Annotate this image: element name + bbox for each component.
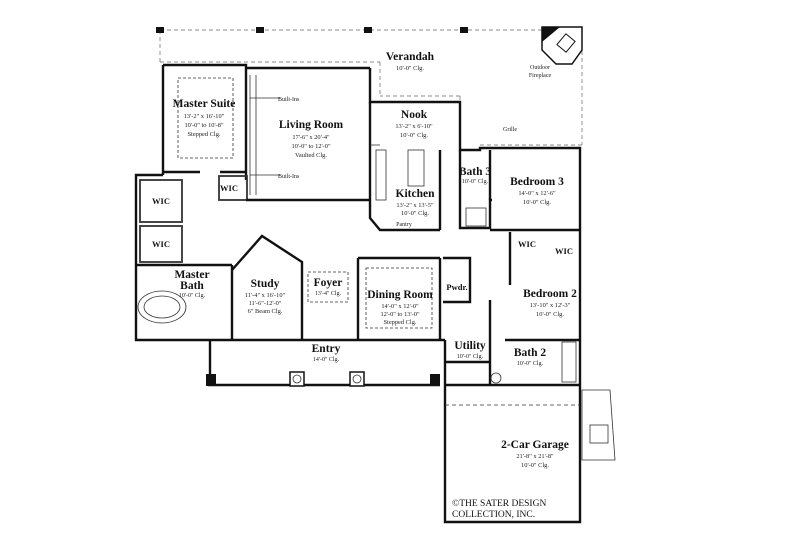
- dining-room-name: Dining Room: [367, 289, 433, 301]
- verandah-dim: 10'-0" Clg.: [396, 65, 424, 72]
- bedroom3-name: Bedroom 3: [510, 176, 564, 188]
- bedroom2-name: Bedroom 2: [523, 288, 577, 300]
- bath3-dim: 10'-0" Clg.: [462, 179, 489, 185]
- entry-name: Entry: [312, 343, 341, 355]
- pantry-name: Pantry: [396, 222, 412, 228]
- living-room-name: Living Room: [279, 119, 344, 131]
- garage-dim1: 21'-8" x 21'-8": [516, 453, 554, 460]
- wic-label-b: WIC: [152, 239, 170, 249]
- study-dim3: 6" Beam Clg.: [248, 308, 283, 315]
- entry-dim: 14'-0" Clg.: [313, 357, 340, 363]
- porch-column: [349, 371, 365, 387]
- dining-room-dim1: 14'-0" x 12'-0": [381, 303, 419, 310]
- verandah-name: Verandah: [386, 51, 435, 63]
- outdoor-fireplace-icon: [541, 26, 583, 65]
- wic-label-c: WIC: [220, 183, 238, 193]
- master-suite-name: Master Suite: [173, 98, 236, 110]
- master-suite-dim1: 13'-2" x 16'-10": [184, 113, 225, 120]
- kitchen-dim2: 10'-0" Clg.: [401, 210, 429, 217]
- front-porch: [206, 340, 440, 387]
- interior-walls: [136, 102, 580, 385]
- master-bath-dim: 10'-0" Clg.: [179, 293, 206, 299]
- living-room-dim1: 17'-6" x 20'-4": [292, 134, 330, 141]
- grille-label: Grille: [503, 127, 517, 133]
- master-suite-dim2: 10'-0" to 10'-8": [184, 122, 224, 129]
- outdoor-fireplace-label-1: Outdoor: [530, 65, 550, 71]
- master-bath-name-2: Bath: [180, 280, 204, 292]
- bath2-dim: 10'-0" Clg.: [517, 361, 544, 367]
- verandah-outline: [156, 27, 583, 148]
- wic-label-a: WIC: [152, 196, 170, 206]
- study-name: Study: [251, 278, 280, 290]
- wic-label-d: WIC: [518, 239, 536, 249]
- foyer-name: Foyer: [314, 277, 343, 289]
- bedroom3-dim1: 14'-0" x 12'-6": [518, 190, 556, 197]
- nook-dim2: 10'-0" Clg.: [400, 132, 428, 139]
- porch-column: [289, 371, 305, 387]
- column: [256, 27, 264, 33]
- kitchen-name: Kitchen: [396, 188, 436, 200]
- study-dim1: 11'-4" x 16'-10": [245, 292, 286, 299]
- copyright-line2: COLLECTION, INC.: [452, 510, 535, 520]
- utility-name: Utility: [454, 340, 486, 352]
- wic-label-e: WIC: [555, 246, 573, 256]
- outdoor-fireplace-label-2: Fireplace: [529, 73, 552, 79]
- utility-dim: 10'-0" Clg.: [457, 354, 484, 360]
- builtins-upper: Built-Ins: [278, 97, 300, 103]
- column: [156, 27, 164, 33]
- nook-name: Nook: [401, 109, 428, 121]
- pwdr-name: Pwdr.: [446, 282, 467, 292]
- bath2-name: Bath 2: [514, 347, 547, 359]
- exterior-walls: [134, 63, 582, 524]
- kitchen-dim1: 13'-2" x 13'-5": [396, 202, 434, 209]
- garage-dim2: 10'-0" Clg.: [521, 462, 549, 469]
- bath3-name: Bath 3: [459, 166, 492, 178]
- dining-room-dim2: 12'-0" to 13'-0": [380, 311, 420, 318]
- interior-details: [137, 75, 616, 461]
- bedroom3-dim2: 10'-0" Clg.: [523, 199, 551, 206]
- foyer-dim: 13'-4" Clg.: [315, 291, 342, 297]
- dining-room-dim3: Stepped Clg.: [383, 319, 416, 326]
- copyright-line1: ©THE SATER DESIGN: [452, 498, 546, 509]
- garage-name: 2-Car Garage: [501, 439, 569, 451]
- bedroom2-dim1: 13'-10" x 12'-3": [530, 302, 571, 309]
- master-suite-dim3: Stepped Clg.: [187, 131, 220, 138]
- column: [460, 27, 468, 33]
- nook-dim1: 13'-2" x 6'-10": [395, 123, 433, 130]
- living-room-dim2: 10'-0" to 12'-0": [291, 143, 331, 150]
- study-dim2: 11'-6"-12'-0": [249, 300, 282, 307]
- living-room-dim3: Vaulted Clg.: [295, 152, 327, 159]
- builtins-lower: Built-Ins: [278, 174, 300, 180]
- master-bath-name-1: Master: [174, 269, 209, 281]
- bedroom2-dim2: 10'-0" Clg.: [536, 311, 564, 318]
- column: [364, 27, 372, 33]
